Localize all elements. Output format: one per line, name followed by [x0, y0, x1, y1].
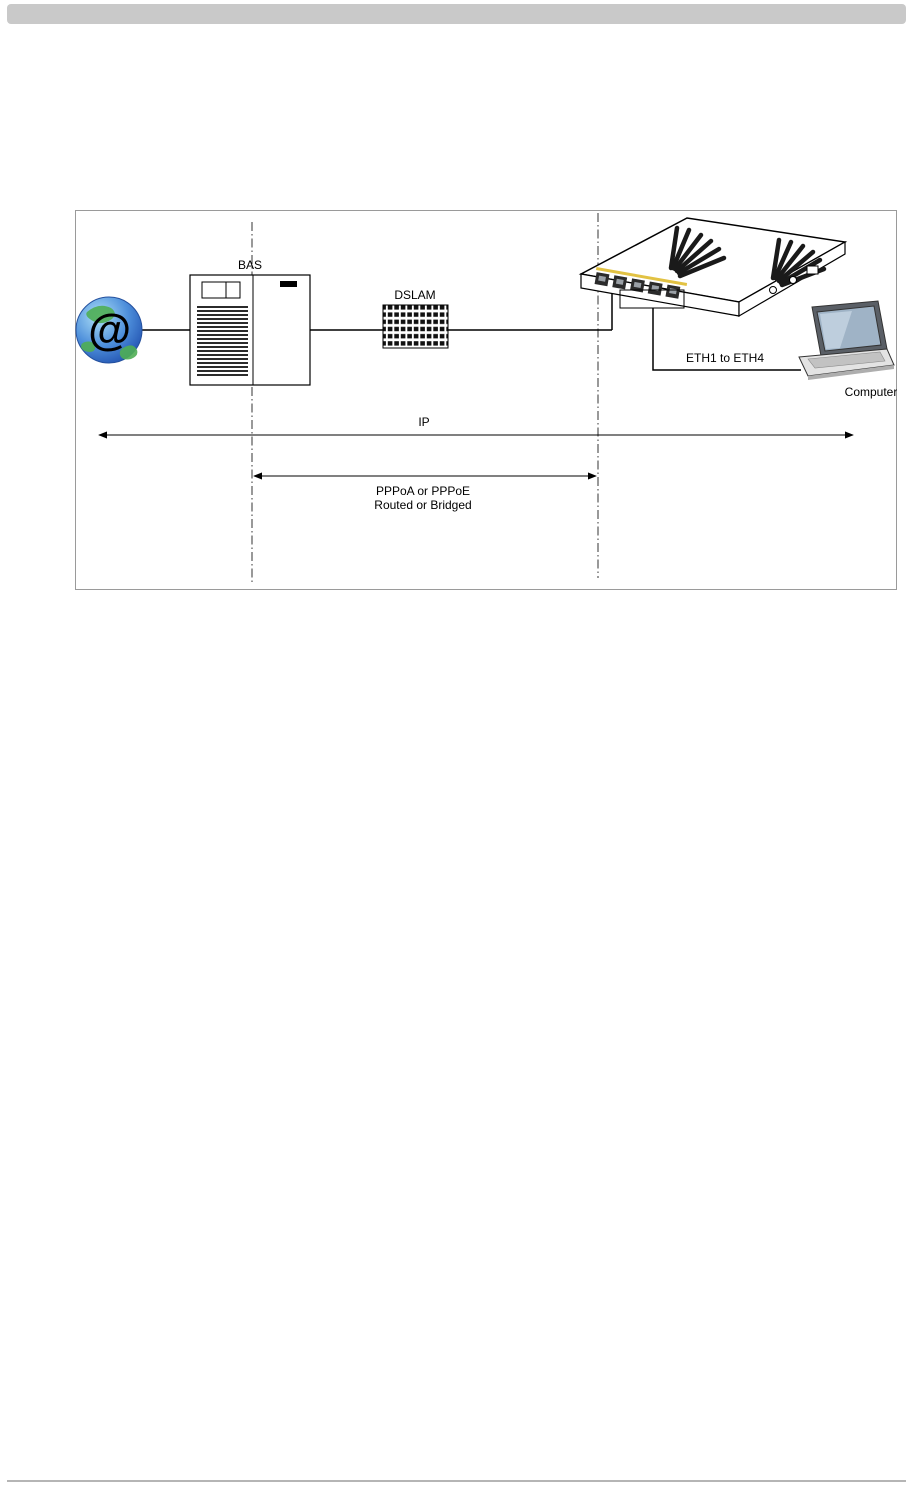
at-symbol: @ — [88, 306, 131, 355]
bas-label: BAS — [238, 258, 262, 272]
port-strip — [596, 267, 688, 286]
network-diagram: @ — [75, 210, 897, 590]
eth-ports-label: ETH1 to ETH4 — [686, 351, 764, 365]
diagram-frame — [75, 210, 897, 590]
globe-continent — [119, 345, 138, 360]
dslam-label: DSLAM — [394, 288, 435, 302]
ppp-span: PPPoA or PPPoE Routed or Bridged — [253, 472, 597, 512]
internet-globe-icon: @ — [75, 296, 143, 364]
reset-button — [769, 286, 777, 294]
dslam-box: DSLAM — [382, 288, 449, 349]
power-button — [789, 276, 797, 284]
globe-continent — [86, 305, 115, 324]
footer-rule — [7, 1480, 906, 1482]
ppp-label-line2: Routed or Bridged — [374, 498, 471, 512]
line-router-to-computer — [652, 308, 801, 371]
laptop-icon — [798, 300, 895, 380]
ppp-label-line1: PPPoA or PPPoE — [376, 484, 470, 498]
computer-label: Computer — [845, 385, 897, 399]
globe-continent — [81, 341, 96, 352]
bas-vents — [197, 306, 248, 376]
power-connector — [806, 265, 819, 275]
port-bracket — [619, 289, 685, 309]
ip-span: IP — [98, 415, 854, 439]
ip-label: IP — [418, 415, 429, 429]
laptop-keyboard — [807, 351, 886, 369]
header-bar — [7, 4, 906, 24]
network-diagram-canvas: @ — [75, 210, 897, 590]
fan-grill-left — [668, 225, 727, 279]
router-device — [578, 217, 848, 318]
bas-indicator — [280, 281, 297, 287]
bas-server: BAS — [189, 258, 311, 386]
